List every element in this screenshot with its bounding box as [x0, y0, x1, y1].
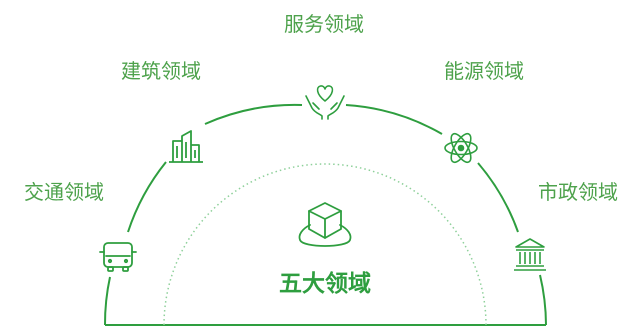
center-title: 五大领域	[279, 271, 371, 297]
label-construction: 建筑领域	[121, 59, 201, 83]
building-icon	[169, 130, 203, 163]
government-building-icon	[514, 238, 546, 271]
label-energy: 能源领域	[444, 59, 524, 83]
outer-arc	[103, 103, 547, 326]
label-service: 服务领域	[284, 12, 364, 36]
label-municipal: 市政领域	[538, 180, 618, 204]
bus-icon	[99, 242, 137, 272]
heart-hands-icon	[305, 85, 345, 120]
atom-icon	[444, 132, 478, 164]
inner-dotted-arc	[163, 163, 487, 326]
label-transportation: 交通领域	[24, 180, 104, 204]
cube-on-platform-icon	[298, 202, 352, 247]
